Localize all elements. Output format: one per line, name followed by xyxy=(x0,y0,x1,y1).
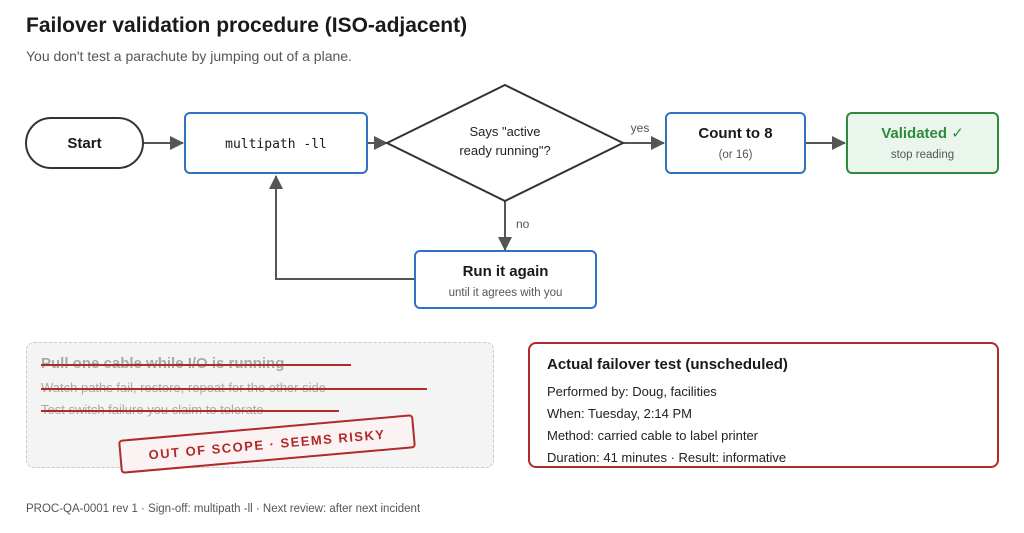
retry-node: Run it again until it agrees with you xyxy=(414,250,597,309)
strikethrough-3 xyxy=(41,410,339,412)
count-subtitle: (or 16) xyxy=(719,149,753,161)
retry-subtitle: until it agrees with you xyxy=(449,287,563,299)
strikethrough-2 xyxy=(41,388,427,390)
strikethrough-1 xyxy=(41,364,351,366)
decision-label-line2: ready running"? xyxy=(459,143,550,158)
actual-test-method: Method: carried cable to label printer xyxy=(547,428,759,443)
no-label: no xyxy=(516,217,530,231)
actual-test-heading: Actual failover test (unscheduled) xyxy=(547,356,788,373)
decision-node: Says "active ready running"? xyxy=(384,83,626,203)
page-title: Failover validation procedure (ISO-adjac… xyxy=(26,14,468,37)
count-node: Count to 8 (or 16) xyxy=(665,112,806,174)
command-node: multipath -ll xyxy=(184,112,368,174)
yes-label: yes xyxy=(631,121,650,135)
actual-test-when: When: Tuesday, 2:14 PM xyxy=(547,406,692,421)
flowchart: yes no Start multipath -ll Says "active … xyxy=(25,83,999,309)
actual-test-duration-result: Duration: 41 minutes · Result: informati… xyxy=(547,450,787,465)
command-label: multipath -ll xyxy=(225,137,327,152)
page-subtitle: You don't test a parachute by jumping ou… xyxy=(26,48,352,64)
decision-label-line1: Says "active xyxy=(469,124,540,139)
start-label: Start xyxy=(67,135,101,152)
out-of-scope-panel: Pull one cable while I/O is running Watc… xyxy=(26,342,494,474)
count-title: Count to 8 xyxy=(698,125,772,142)
out-of-scope-item-3: Test switch failure you claim to tolerat… xyxy=(41,402,264,417)
validated-title: Validated ✓ xyxy=(881,125,964,142)
out-of-scope-stamp: OUT OF SCOPE · SEEMS RISKY xyxy=(118,414,416,474)
retry-title: Run it again xyxy=(463,263,549,280)
actual-test-performed-by: Performed by: Doug, facilities xyxy=(547,384,717,399)
validated-subtitle: stop reading xyxy=(891,149,954,161)
actual-test-panel: Actual failover test (unscheduled) Perfo… xyxy=(528,342,999,468)
validated-node: Validated ✓ stop reading xyxy=(846,112,999,174)
out-of-scope-item-2: Watch paths fail, restore, repeat for th… xyxy=(41,380,326,395)
start-node: Start xyxy=(25,117,144,169)
footer-note: PROC-QA-0001 rev 1 · Sign-off: multipath… xyxy=(26,503,421,515)
out-of-scope-item-1: Pull one cable while I/O is running xyxy=(41,355,284,372)
arrow-retry-to-command xyxy=(269,175,414,280)
